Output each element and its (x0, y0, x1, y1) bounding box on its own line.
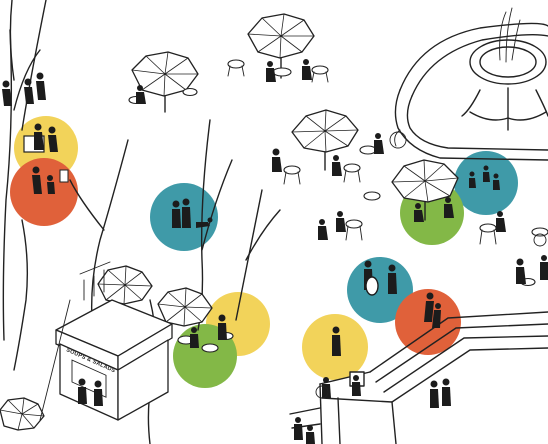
umbrella-top-center (247, 13, 315, 79)
people-info-board (23, 123, 58, 153)
people-kiosk-customers (78, 314, 227, 406)
umbrella-kiosk-left (97, 265, 153, 305)
umbrella-middle (291, 109, 359, 171)
umbrella-kiosk-right (157, 287, 213, 327)
people-stair-strollers (424, 292, 441, 328)
people (2, 59, 548, 444)
people-musicians (364, 260, 397, 296)
planters (315, 131, 547, 399)
people-picnic (32, 166, 69, 194)
umbrella-top-left (131, 51, 199, 113)
umbrella-bottom-left (0, 397, 45, 431)
circle-fountain-kids (454, 151, 518, 215)
people-dog-walkers (172, 198, 213, 228)
railings (39, 261, 111, 421)
people-fountain-kids (469, 165, 500, 190)
terrace-steps (289, 311, 548, 444)
umbrellas (0, 13, 459, 431)
circle-street-musicians (347, 257, 413, 323)
fountain (394, 7, 548, 161)
circle-family-picnic (10, 158, 78, 226)
people-lone-visitor (332, 326, 341, 356)
table-set-top (227, 59, 329, 83)
people-top-left (2, 72, 46, 106)
people-diners (136, 59, 548, 284)
people-bottom-right (294, 375, 451, 444)
kiosk: SOUPS & SALADS (55, 299, 173, 421)
table-set-fountain (345, 219, 548, 287)
umbrella-fountain-cafe (391, 159, 459, 221)
